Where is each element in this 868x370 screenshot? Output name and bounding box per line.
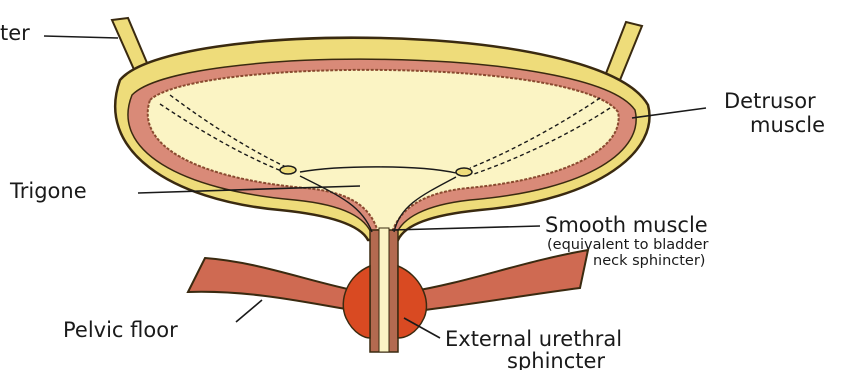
left-ureteric-orifice	[280, 166, 296, 174]
smooth-muscle-note-line1: (equivalent to bladder	[547, 237, 709, 253]
right-ureter	[605, 22, 642, 80]
urethra	[370, 228, 398, 352]
detrusor-label-line2: muscle	[750, 113, 825, 137]
external-sphincter-label-line1: External urethral	[445, 327, 622, 351]
smooth-muscle-label: Smooth muscle	[545, 213, 708, 237]
external-sphincter-label-line2: sphincter	[507, 349, 605, 370]
detrusor-label-line1: Detrusor	[724, 89, 816, 113]
trigone-label: Trigone	[9, 179, 87, 203]
pelvic-floor-label: Pelvic floor	[63, 318, 178, 342]
smooth-muscle-note-line2: neck sphincter)	[593, 253, 705, 269]
ureter-label: ter	[0, 21, 30, 45]
bladder-lumen	[148, 70, 619, 232]
right-ureteric-orifice	[456, 168, 472, 176]
